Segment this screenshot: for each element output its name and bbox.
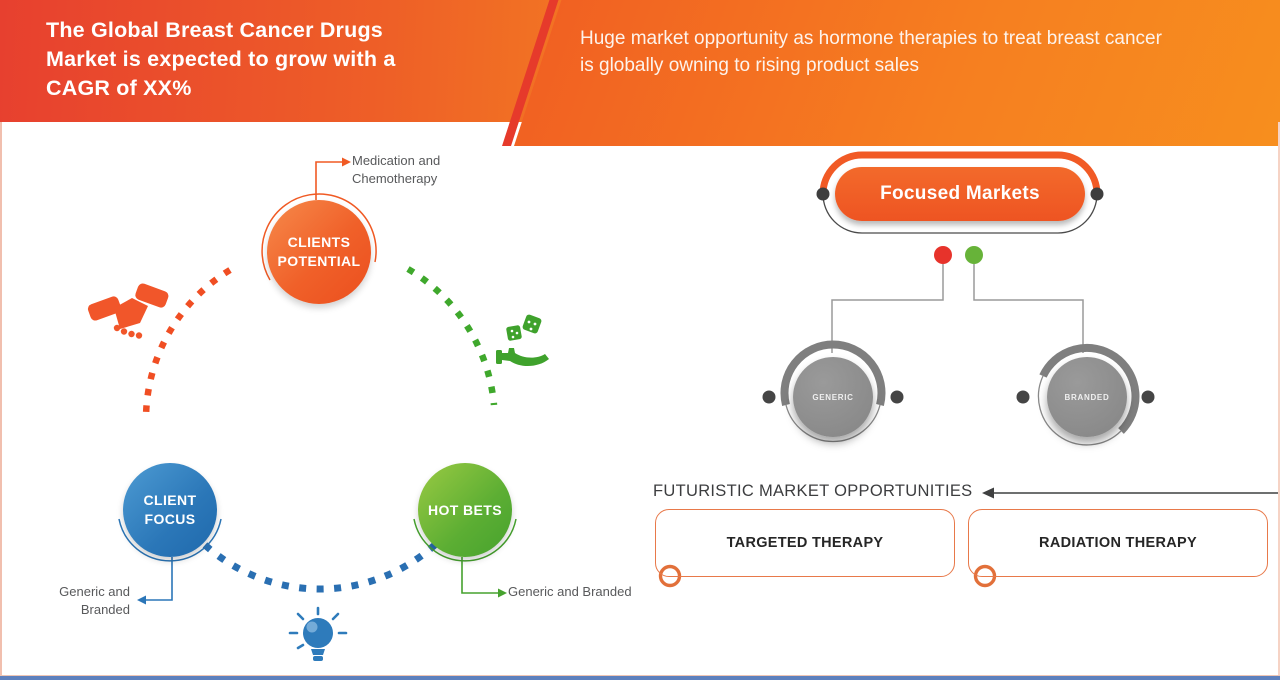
arrow-left-icon xyxy=(137,595,146,605)
arrow-right-icon xyxy=(498,588,507,598)
segment-label: BRANDED xyxy=(1064,392,1110,402)
connector-green xyxy=(461,557,498,594)
connector-blue xyxy=(146,557,173,601)
right-edge-accent xyxy=(1278,122,1280,680)
opportunity-box-targeted-therapy: TARGETED THERAPY xyxy=(655,509,955,577)
opportunity-box-radiation-therapy: RADIATION THERAPY xyxy=(968,509,1268,577)
branded-arc-thin xyxy=(1037,375,1122,446)
bottom-accent-line xyxy=(0,675,1280,676)
cycle-node-label: CLIENT FOCUS xyxy=(143,492,197,527)
stadium-end-dot xyxy=(1090,187,1104,201)
callout-generic-branded-left: Generic and Branded xyxy=(59,584,130,617)
red-marker-dot xyxy=(934,246,952,264)
stadium-arc-bottom xyxy=(822,193,1098,234)
cycle-node-client-focus: CLIENT FOCUS xyxy=(123,463,217,557)
opportunity-label: TARGETED THERAPY xyxy=(726,535,884,551)
stadium-arc-top xyxy=(819,151,1101,195)
page-subtitle: Huge market opportunity as hormone thera… xyxy=(580,28,1162,76)
callout-generic-branded-right: Generic and Branded xyxy=(508,584,632,599)
header-banner: The Global Breast Cancer Drugs Market is… xyxy=(0,0,1280,146)
segment-circle-branded: BRANDED xyxy=(1047,357,1127,437)
cycle-node-clients-potential: CLIENTS POTENTIAL xyxy=(267,200,371,304)
segment-label: GENERIC xyxy=(812,392,854,402)
segment-circle-generic: GENERIC xyxy=(793,357,873,437)
opportunity-label: RADIATION THERAPY xyxy=(1039,535,1197,551)
generic-arc-thick xyxy=(780,340,886,406)
stadium-end-dot xyxy=(816,187,830,201)
dotted-arc-green xyxy=(406,266,498,406)
branch-line-left xyxy=(831,264,944,353)
dotted-arc-orange xyxy=(142,267,232,421)
blue-node-arc xyxy=(118,518,222,562)
page-title: The Global Breast Cancer Drugs Market is… xyxy=(46,18,396,100)
branch-line-right xyxy=(973,264,1084,353)
generic-arc-thin xyxy=(785,404,881,443)
green-marker-dot xyxy=(965,246,983,264)
arrow-left-icon xyxy=(982,487,994,499)
dice-hand-icon xyxy=(496,314,549,367)
branded-side-dot xyxy=(1016,390,1030,404)
generic-side-dot xyxy=(762,390,776,404)
focused-markets-pill: Focused Markets xyxy=(835,167,1085,221)
dotted-arc-blue xyxy=(202,539,441,593)
cycle-node-label: CLIENTS POTENTIAL xyxy=(277,234,361,269)
callout-medication-chemotherapy: Medication and Chemotherapy xyxy=(352,153,441,186)
lightbulb-icon xyxy=(288,606,348,661)
opportunities-heading: FUTURISTIC MARKET OPPORTUNITIES xyxy=(653,482,973,500)
cycle-node-label: HOT BETS xyxy=(428,501,502,518)
branded-arc-thick xyxy=(1039,343,1140,434)
left-edge-accent xyxy=(0,122,2,680)
generic-side-dot xyxy=(890,390,904,404)
green-node-arc xyxy=(413,518,517,562)
connector-orange xyxy=(315,161,342,200)
orange-node-arc xyxy=(261,193,377,281)
hand-shape xyxy=(502,348,549,367)
branded-side-dot xyxy=(1141,390,1155,404)
handshake-icon xyxy=(87,283,169,339)
bottom-blue-bar xyxy=(0,676,1280,680)
cycle-node-hot-bets: HOT BETS xyxy=(418,463,512,557)
arrow-right-icon xyxy=(342,157,351,167)
